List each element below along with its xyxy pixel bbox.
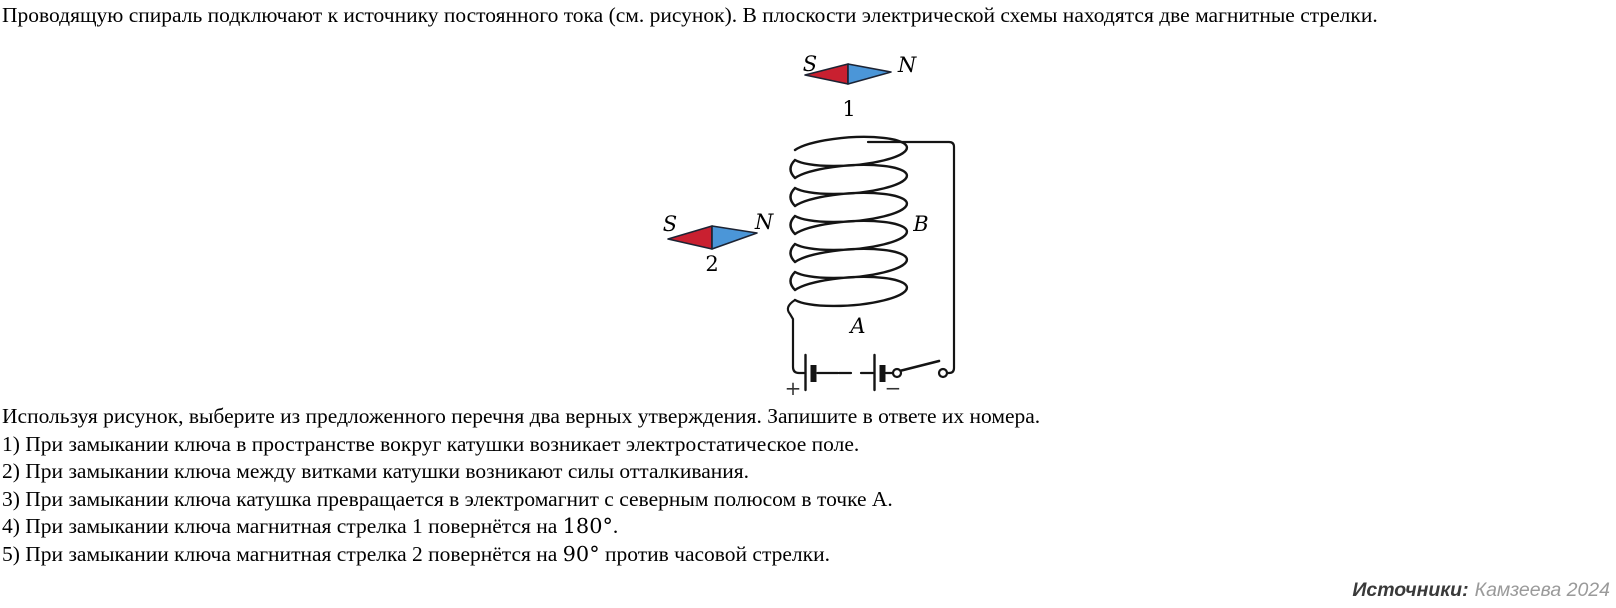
problem-intro-text: Проводящую спираль подключают к источник… — [2, 3, 1378, 27]
coil-turns — [789, 135, 909, 308]
needle-1-n-label: N — [897, 53, 917, 77]
battery-plus-label: + — [785, 376, 802, 400]
needle-2-north-half — [711, 225, 758, 250]
statement-4-text: 4) При замыкании ключа магнитная стрелка… — [2, 514, 563, 538]
statement-3-text: 3) При замыкании ключа катушка превращае… — [2, 486, 893, 511]
needle-1-number: 1 — [842, 97, 855, 121]
magnetic-needle-1: S N 1 — [803, 52, 917, 121]
statement-5: 5) При замыкании ключа магнитная стрелка… — [2, 541, 830, 566]
statement-2-text: 2) При замыкании ключа между витками кат… — [2, 459, 750, 483]
statement-5-text: 5) При замыкании ключа магнитная стрелка… — [2, 541, 563, 566]
switch-lever — [900, 359, 941, 372]
needle-2-s-label: S — [663, 212, 677, 236]
task-block: Используя рисунок, выберите из предложен… — [2, 403, 1612, 568]
statement-3: 3) При замыкании ключа катушка превращае… — [2, 486, 1612, 514]
statement-5-angle: 90° — [562, 541, 600, 566]
coil-point-a-label: A — [848, 314, 865, 338]
needle-1-north-half — [847, 63, 892, 85]
statement-1-text: 1) При замыкании ключа в пространстве во… — [2, 431, 860, 456]
needle-1-s-label: S — [803, 52, 817, 76]
battery-plate-short-2 — [879, 365, 886, 382]
coil-bottom-lead — [786, 298, 806, 375]
source-label: Источники: — [1352, 579, 1469, 601]
statement-4: 4) При замыкании ключа магнитная стрелка… — [2, 514, 619, 538]
battery-minus-label: − — [885, 376, 902, 400]
top-right-wire — [866, 140, 956, 375]
source-value: Камзеева 2024 — [1474, 579, 1610, 601]
circuit-diagram: S N 1 S N 2 + — [663, 52, 956, 400]
battery: + − — [785, 353, 902, 400]
needle-2-number: 2 — [705, 252, 718, 276]
magnetic-needle-2: S N 2 — [663, 210, 774, 276]
circuit-figure: S N 1 S N 2 + — [620, 40, 980, 400]
coil — [789, 135, 909, 308]
coil-point-b-label: B — [912, 212, 928, 236]
source-attribution: Источники:Камзеева 2024 — [1352, 579, 1610, 602]
statement-4-angle: 180° — [562, 514, 613, 538]
switch-contact-right — [937, 367, 949, 379]
switch — [891, 359, 949, 379]
task-instruction: Используя рисунок, выберите из предложен… — [2, 404, 1041, 428]
needle-2-n-label: N — [754, 210, 774, 234]
circuit-wires — [786, 140, 956, 375]
statement-2: 2) При замыкании ключа между витками кат… — [2, 458, 1612, 486]
switch-contact-left — [891, 367, 903, 379]
statement-1: 1) При замыкании ключа в пространстве во… — [2, 431, 1612, 459]
battery-plate-short-1 — [810, 365, 817, 382]
